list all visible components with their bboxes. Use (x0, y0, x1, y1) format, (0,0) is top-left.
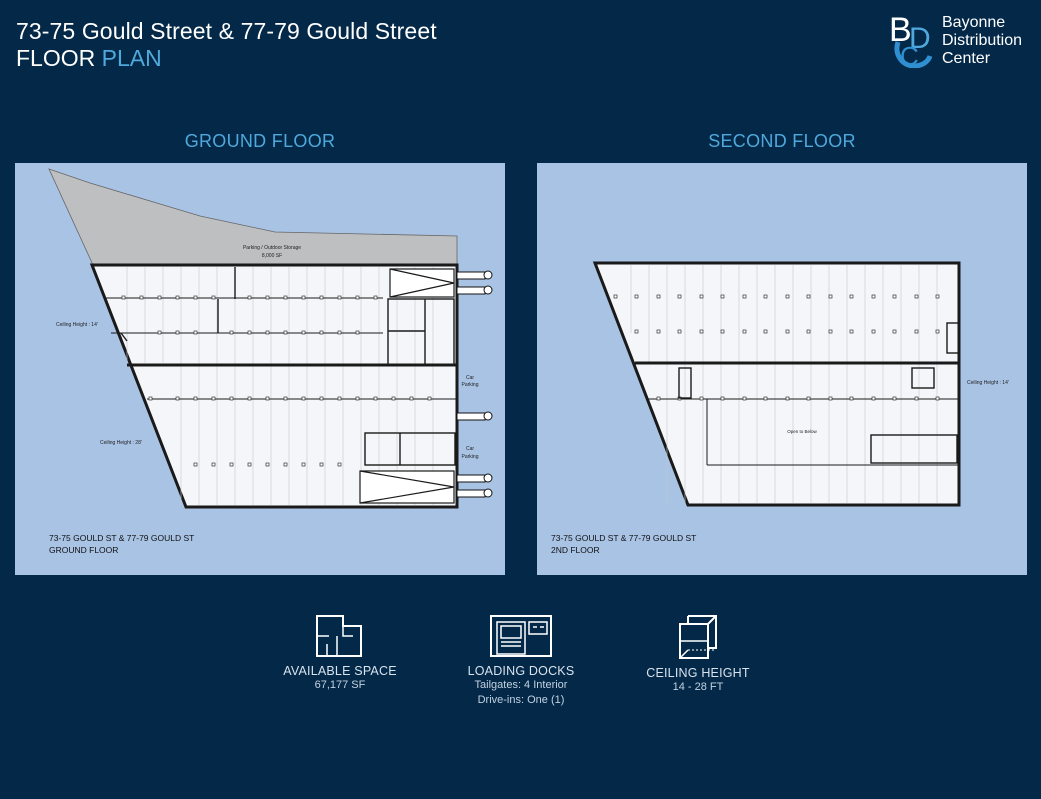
stat-value: 67,177 SF (314, 679, 366, 691)
ceiling-height-lower-label: Ceiling Height : 28' (100, 440, 142, 446)
stat-title: CEILING HEIGHT (646, 666, 750, 680)
caption-line: 73-75 GOULD ST & 77-79 GOULD ST (49, 533, 195, 543)
ground-floor-building (89, 263, 459, 509)
stat-title: LOADING DOCKS (467, 664, 575, 678)
logo-letter-b: B (889, 12, 912, 49)
second-floor-caption: 73-75 GOULD ST & 77-79 GOULD ST 2ND FLOO… (551, 532, 696, 556)
loading-dock-ramps (359, 268, 455, 504)
ceiling-height-upper-label: Ceiling Height : 14' (56, 322, 98, 328)
stat-title: AVAILABLE SPACE (283, 664, 397, 678)
cube-icon (679, 615, 717, 659)
caption-line: 2ND FLOOR (551, 545, 600, 555)
second-floor-drawing: Open to Below Ceiling Height : 14' (592, 261, 1009, 507)
second-floor-heading: SECOND FLOOR (708, 131, 856, 151)
ground-floor-plan: Parking / Outdoor Storage 8,000 SF Ceili… (15, 163, 505, 575)
column-markers (613, 294, 940, 401)
floorplan-icon (316, 615, 362, 657)
parking-area-label: 8,000 SF (262, 253, 282, 259)
stat-value: Drive-ins: One (1) (477, 694, 565, 706)
title-address: 73-75 Gould Street & 77-79 Gould Street (16, 18, 437, 44)
second-floor-plan: Open to Below Ceiling Height : 14' 73-75… (537, 163, 1027, 575)
car-parking-label: Parking (462, 454, 479, 460)
stat-available-space: AVAILABLE SPACE 67,177 SF (260, 612, 420, 693)
bdc-logo-mark-icon: B D C (889, 12, 933, 68)
parking-label: Parking / Outdoor Storage (243, 245, 301, 251)
car-parking-label: Parking (462, 382, 479, 388)
title-plan-word: PLAN (101, 45, 162, 71)
ground-floor-heading: GROUND FLOOR (184, 131, 336, 151)
logo-letter-c: C (900, 41, 919, 68)
interior-walls (678, 322, 960, 464)
ceiling-height-label: Ceiling Height : 14' (967, 380, 1009, 386)
open-to-below-label: Open to Below (787, 429, 817, 434)
caption-line: GROUND FLOOR (49, 545, 119, 555)
car-parking-label: Car (466, 375, 474, 381)
column-markers (121, 295, 432, 467)
stat-loading-docks: LOADING DOCKS Tailgates: 4 Interior Driv… (441, 612, 601, 708)
logo-text-line: Distribution (942, 32, 1023, 49)
stat-value: 14 - 28 FT (672, 681, 724, 693)
dock-trailers (456, 270, 493, 498)
logo-text-line: Bayonne (942, 14, 1006, 31)
company-logo: B D C Bayonne Distribution Center (888, 12, 1038, 72)
car-parking-label: Car (466, 446, 474, 452)
stat-ceiling-height: CEILING HEIGHT 14 - 28 FT (618, 612, 778, 695)
second-floor-building (592, 261, 961, 507)
page-title: 73-75 Gould Street & 77-79 Gould Street … (16, 18, 437, 72)
interior-walls (120, 267, 456, 466)
stat-value: Tailgates: 4 Interior (474, 679, 568, 691)
logo-text-line: Center (942, 50, 991, 67)
loading-dock-truck-icon (490, 615, 552, 657)
ground-floor-caption: 73-75 GOULD ST & 77-79 GOULD ST GROUND F… (49, 532, 194, 556)
logo-text: Bayonne Distribution Center (942, 14, 1022, 68)
title-subtitle: FLOOR PLAN (16, 45, 437, 72)
logo-letter-d: D (909, 22, 931, 55)
title-floor-word: FLOOR (16, 45, 96, 71)
caption-line: 73-75 GOULD ST & 77-79 GOULD ST (551, 533, 697, 543)
ground-floor-drawing: Parking / Outdoor Storage 8,000 SF Ceili… (48, 168, 493, 509)
